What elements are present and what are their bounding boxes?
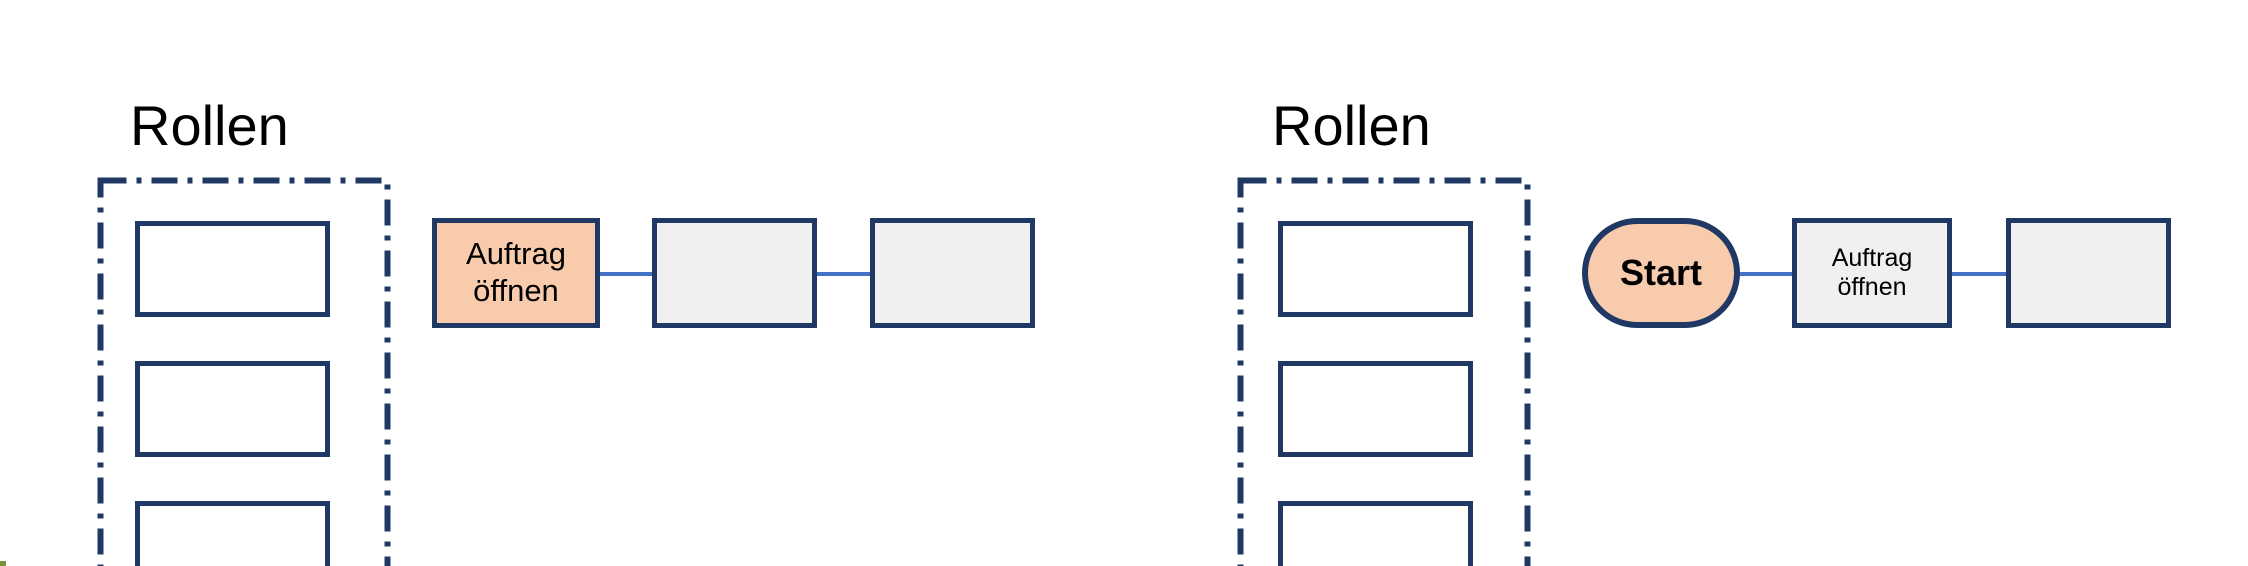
flow-node-auftrag-oeffnen-right[interactable]: Auftrag öffnen: [1792, 218, 1952, 328]
flow-node-3-left[interactable]: [870, 218, 1035, 328]
start-event-node[interactable]: Start: [1582, 218, 1740, 328]
roles-pool-title-left: Rollen: [130, 94, 289, 157]
corner-artifact: [0, 561, 6, 566]
roles-pool-title-right: Rollen: [1272, 94, 1431, 157]
role-box[interactable]: [1278, 361, 1473, 457]
role-box[interactable]: [1278, 221, 1473, 317]
role-box[interactable]: [1278, 501, 1473, 566]
role-box[interactable]: [135, 361, 330, 457]
start-event-label: Start: [1619, 252, 1703, 293]
flow-node-3-right[interactable]: [2006, 218, 2171, 328]
roles-pool-border-right: [1237, 177, 1531, 566]
roles-pool-frame-right: [1237, 177, 1531, 566]
roles-pool-border-left: [97, 177, 391, 566]
flow-node-label: Auftrag öffnen: [466, 236, 566, 308]
flow-node-auftrag-oeffnen-left[interactable]: Auftrag öffnen: [432, 218, 600, 328]
flow-node-label: Auftrag öffnen: [1831, 243, 1913, 302]
flow-node-2-left[interactable]: [652, 218, 817, 328]
role-box[interactable]: [135, 221, 330, 317]
roles-pool-frame-left: [97, 177, 391, 566]
role-box[interactable]: [135, 501, 330, 566]
